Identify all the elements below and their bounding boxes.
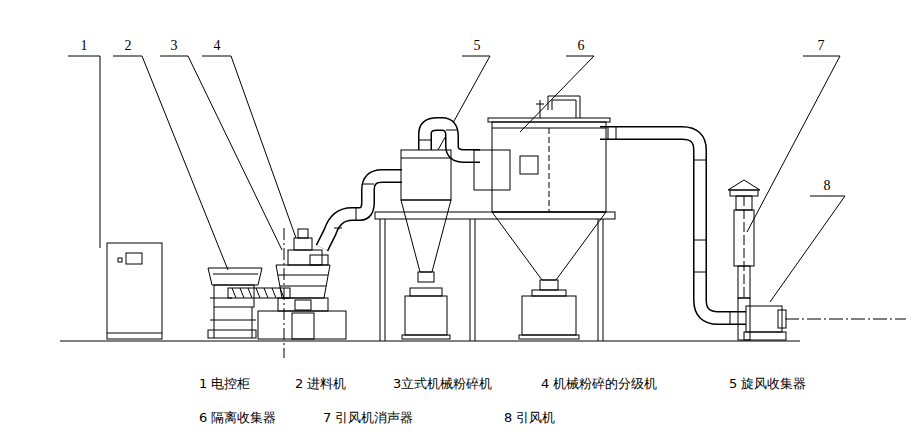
bag-collector bbox=[474, 96, 610, 339]
callout-number: 6 bbox=[577, 38, 586, 53]
callout-number: 7 bbox=[817, 38, 826, 53]
part-legend-text: 4 机械粉碎的分级机 bbox=[540, 376, 658, 391]
silencer bbox=[728, 180, 760, 298]
callout-number: 8 bbox=[823, 178, 832, 193]
vertical-mill bbox=[258, 228, 346, 358]
support-frame bbox=[375, 212, 615, 341]
part-legend-text: 1 电控柜 bbox=[198, 376, 251, 391]
callout-number: 5 bbox=[473, 38, 482, 53]
control-cabinet bbox=[107, 243, 162, 339]
part-legend-text: 5 旋风收集器 bbox=[728, 376, 807, 391]
ground-line bbox=[60, 341, 800, 342]
callout-number: 2 bbox=[124, 38, 133, 53]
induced-fan bbox=[738, 298, 786, 340]
leader-lines bbox=[68, 56, 845, 302]
part-legend-text: 3立式机械粉碎机 bbox=[392, 376, 493, 391]
center-line bbox=[785, 319, 906, 320]
part-legend-text: 7 引风机消声器 bbox=[322, 410, 414, 425]
cyclone-collector bbox=[401, 150, 451, 339]
part-legend-text: 2 进料机 bbox=[294, 376, 347, 391]
pipes bbox=[322, 124, 746, 324]
callout-number: 4 bbox=[213, 38, 222, 53]
part-legend-text: 6 隔离收集器 bbox=[198, 410, 277, 425]
callout-number: 3 bbox=[170, 38, 179, 53]
callout-number: 1 bbox=[80, 38, 89, 53]
part-legend-text: 8 引风机 bbox=[503, 410, 556, 425]
